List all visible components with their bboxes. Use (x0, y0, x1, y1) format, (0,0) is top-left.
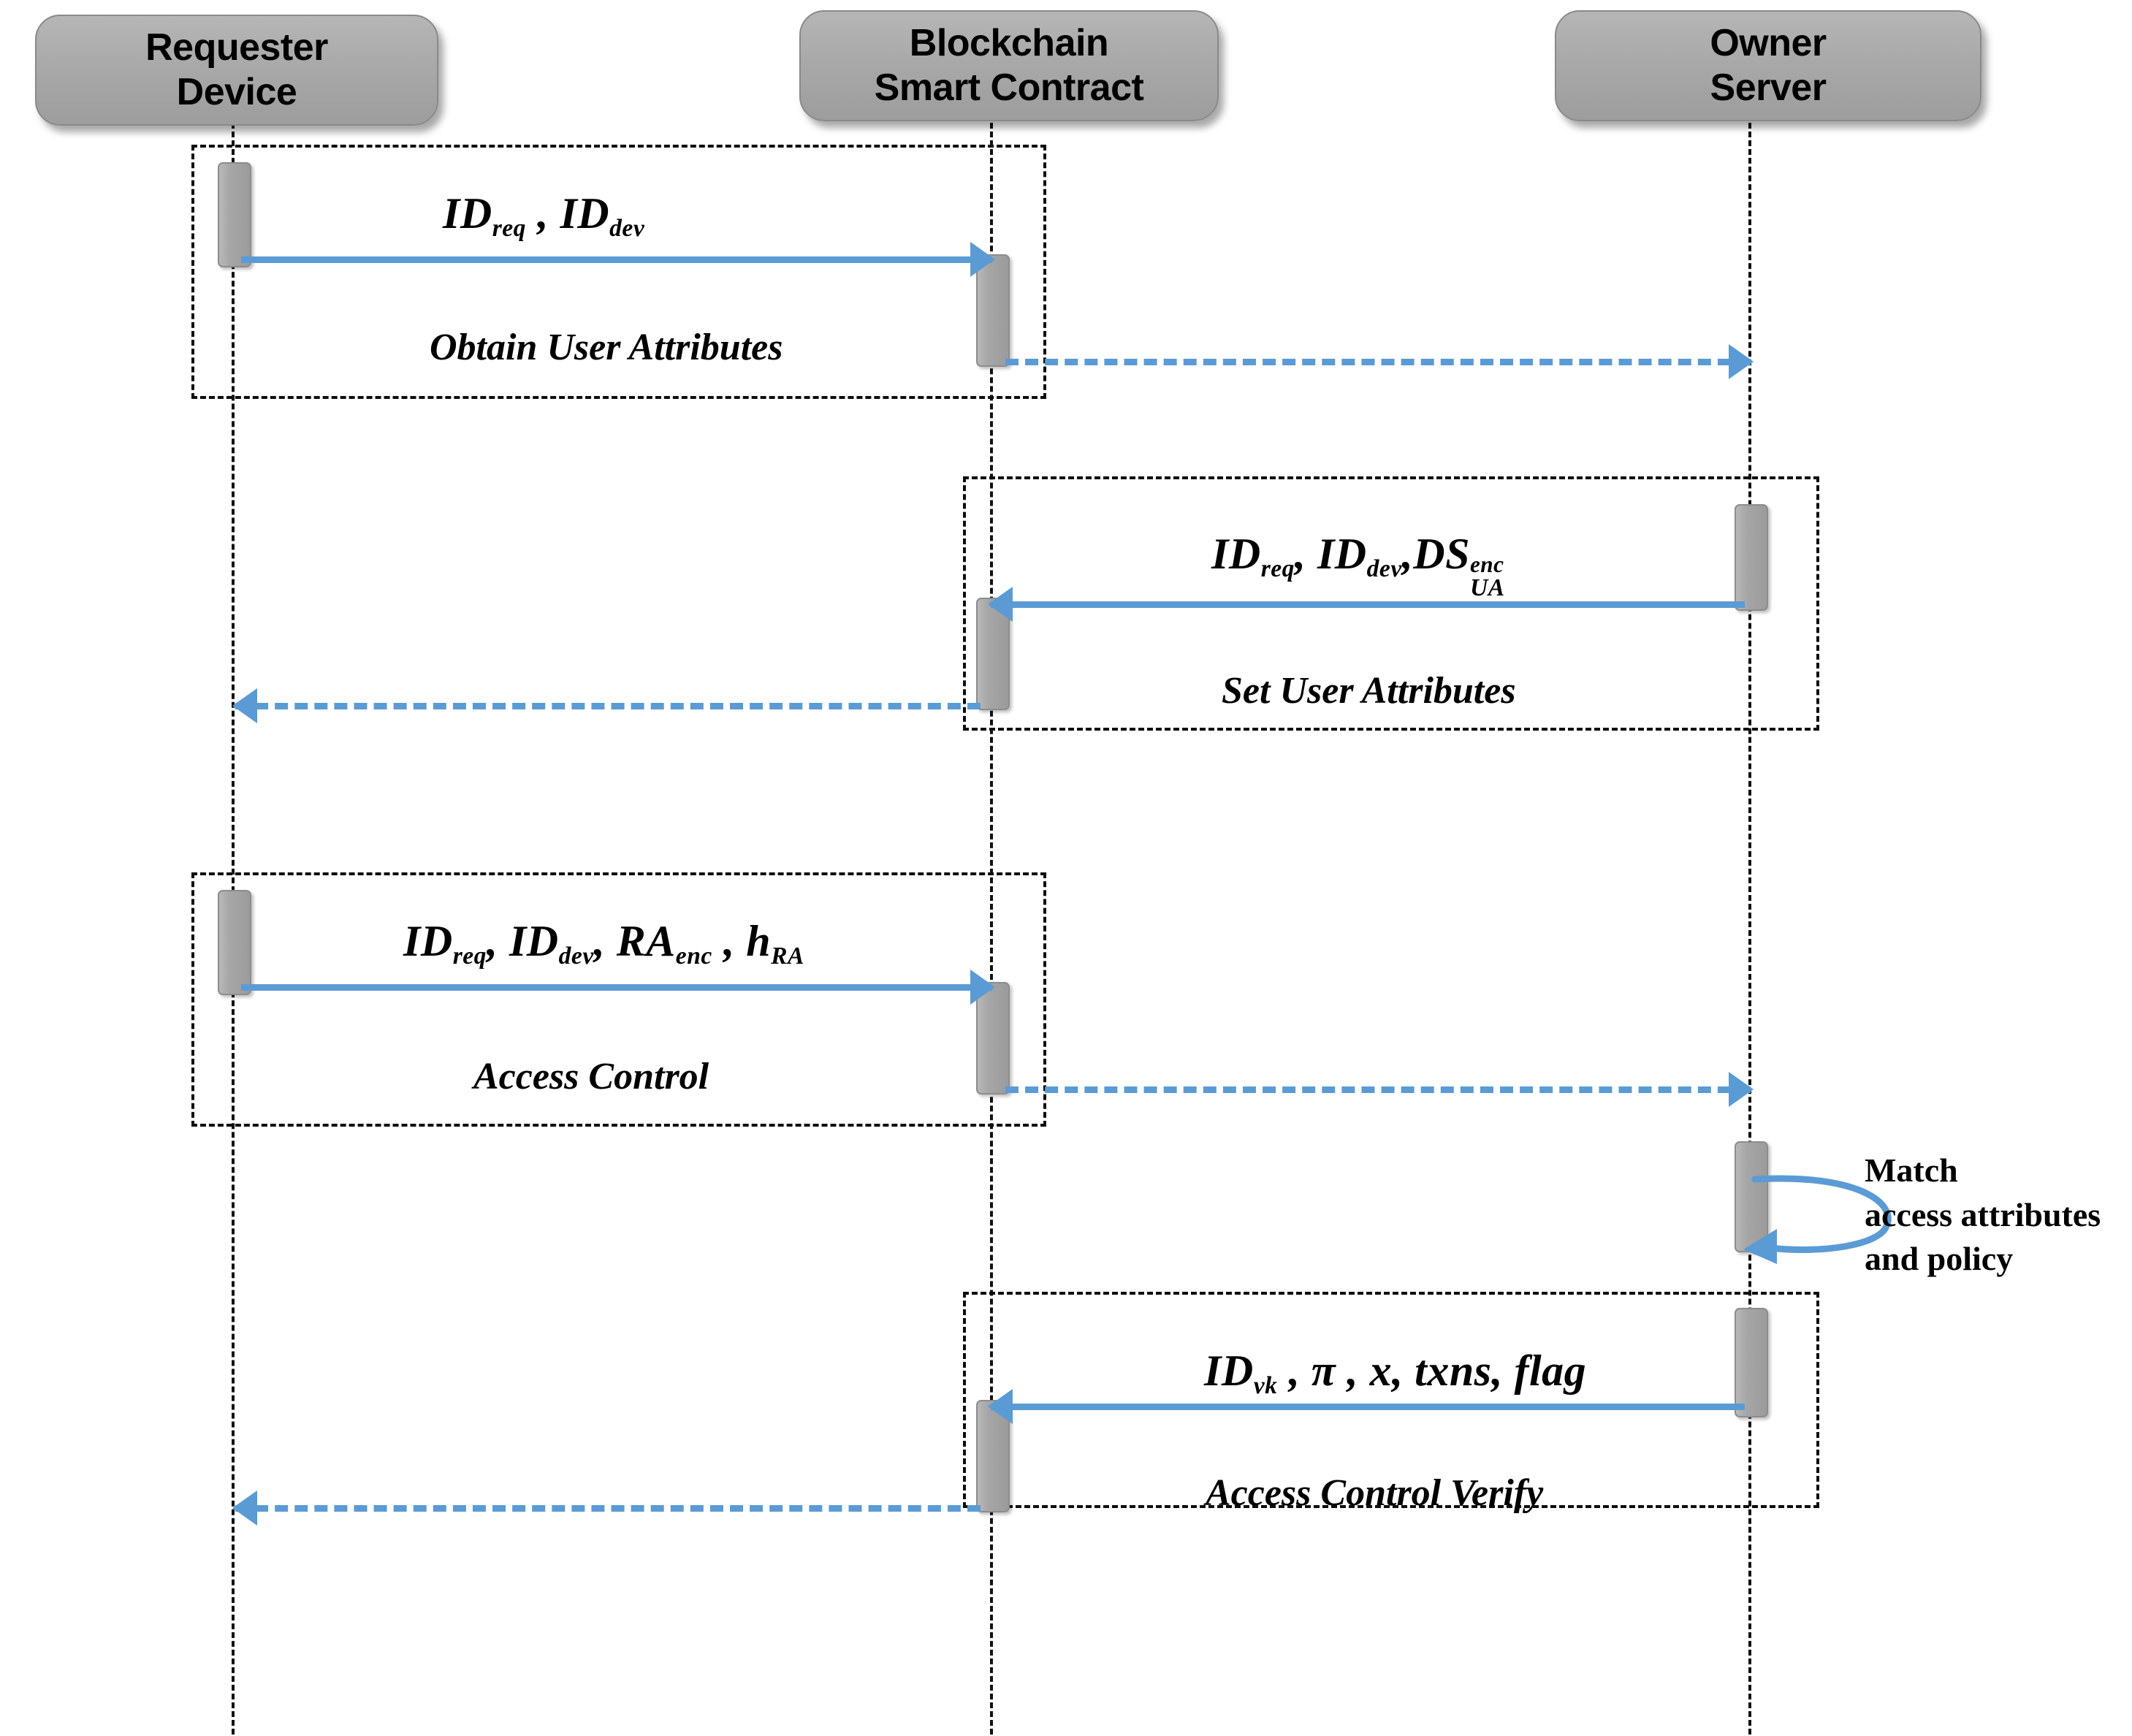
message-shaft (241, 984, 992, 991)
fragment-caption-access-control: Access Control (473, 1056, 709, 1097)
actor-owner-line2: Server (1710, 66, 1827, 109)
lifeline-blockchain (990, 123, 993, 1736)
message-shaft (991, 1404, 1745, 1410)
actor-requester-device[interactable]: Requester Device (35, 15, 438, 126)
fragment-access-control (191, 872, 1046, 1127)
note-match-access-attributes-and-policy: Match access attributes and policy (1865, 1151, 2101, 1278)
message-shaft (241, 256, 992, 263)
message-label-id-req-id-dev: IDreq , IDdev (443, 189, 645, 242)
message-shaft (1005, 1086, 1751, 1093)
arrowhead-left-icon (988, 1389, 1013, 1424)
actor-blockchain-smart-contract[interactable]: Blockchain Smart Contract (799, 10, 1219, 121)
arrowhead-right-icon (970, 242, 995, 277)
arrowhead-right-icon (1729, 344, 1754, 379)
actor-owner-line1: Owner (1710, 21, 1827, 64)
actor-blockchain-line1: Blockchain (909, 21, 1109, 64)
self-loop-path (1751, 1175, 1892, 1253)
arrowhead-right-icon (1729, 1072, 1754, 1107)
activation-owner-self (1735, 1141, 1768, 1252)
activation-requester-1 (218, 162, 251, 267)
actor-requester-line2: Device (176, 71, 297, 113)
lifeline-owner (1748, 123, 1751, 1736)
actor-requester-line1: Requester (145, 26, 328, 69)
fragment-set-user-attributes (963, 476, 1819, 731)
fragment-caption-set-user-attributes: Set User Attributes (1222, 670, 1516, 712)
arrowhead-right-icon (970, 970, 995, 1005)
actor-owner-server[interactable]: Owner Server (1555, 10, 1981, 121)
message-shaft (1005, 359, 1751, 365)
fragment-caption-obtain-user-attributes: Obtain User Attributes (430, 327, 783, 368)
fragment-caption-access-control-verify: Access Control Verify (1206, 1472, 1544, 1514)
arrowhead-left-icon (232, 688, 257, 723)
activation-owner-1 (1735, 504, 1768, 611)
message-shaft (235, 703, 981, 709)
activation-requester-2 (218, 890, 251, 995)
message-shaft (991, 601, 1745, 608)
fragment-obtain-user-attributes (191, 145, 1046, 399)
message-label-id-vk-pi-x-txns-flag: IDvk , π , x, txns, flag (1204, 1347, 1587, 1399)
message-self-match[interactable] (1743, 1169, 1904, 1264)
arrowhead-left-icon (1743, 1229, 1777, 1264)
actor-blockchain-line2: Smart Contract (874, 66, 1144, 109)
fragment-access-control-verify (963, 1292, 1819, 1508)
message-shaft (235, 1505, 981, 1512)
arrowhead-left-icon (988, 587, 1013, 622)
message-label-id-req-id-dev-ra-enc-h-ra: IDreq, IDdev, RAenc , hRA (403, 917, 804, 970)
arrowhead-left-icon (232, 1491, 257, 1526)
activation-owner-2 (1735, 1308, 1768, 1417)
